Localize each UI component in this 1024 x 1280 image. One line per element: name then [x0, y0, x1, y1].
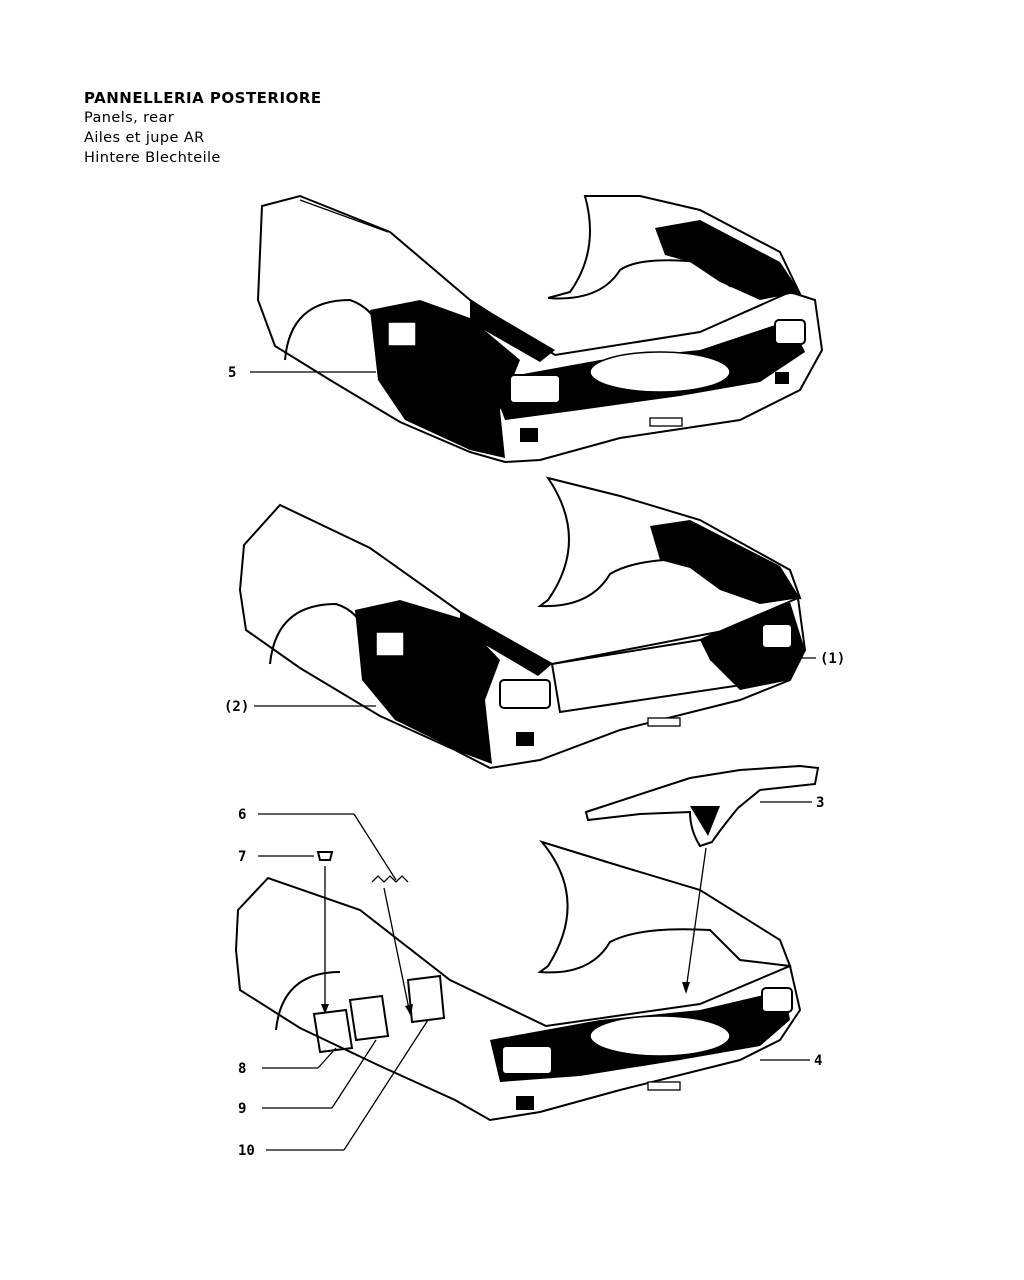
title-italian: PANNELLERIA POSTERIORE	[84, 89, 322, 107]
callout-9: 9	[238, 1101, 246, 1117]
part-screw	[316, 851, 334, 861]
callout-5: 5	[228, 365, 236, 381]
part-upper-crossmember	[584, 764, 820, 848]
rear-body-view-top	[256, 194, 824, 464]
callout-10: 10	[238, 1143, 255, 1159]
part-fuel-door	[312, 1008, 354, 1054]
callout-2: (2)	[224, 699, 249, 715]
title-french: Ailes et jupe AR	[84, 130, 205, 146]
callout-leaders	[250, 371, 816, 1151]
callout-8: 8	[238, 1061, 246, 1077]
part-fuel-filler-housing	[406, 974, 446, 1024]
callout-4: 4	[814, 1053, 822, 1069]
callout-1: (1)	[820, 651, 845, 667]
rear-body-view-middle	[238, 476, 807, 770]
title-german: Hintere Blechteile	[84, 150, 221, 166]
callout-7: 7	[238, 849, 246, 865]
part-spring	[371, 875, 409, 883]
callout-6: 6	[238, 807, 246, 823]
title-english: Panels, rear	[84, 110, 175, 126]
part-fuel-door-seal	[348, 994, 390, 1042]
rear-body-view-exploded	[234, 764, 820, 1122]
callout-3: 3	[816, 795, 824, 811]
title-block: PANNELLERIA POSTERIORE Panels, rear Aile…	[84, 88, 322, 168]
